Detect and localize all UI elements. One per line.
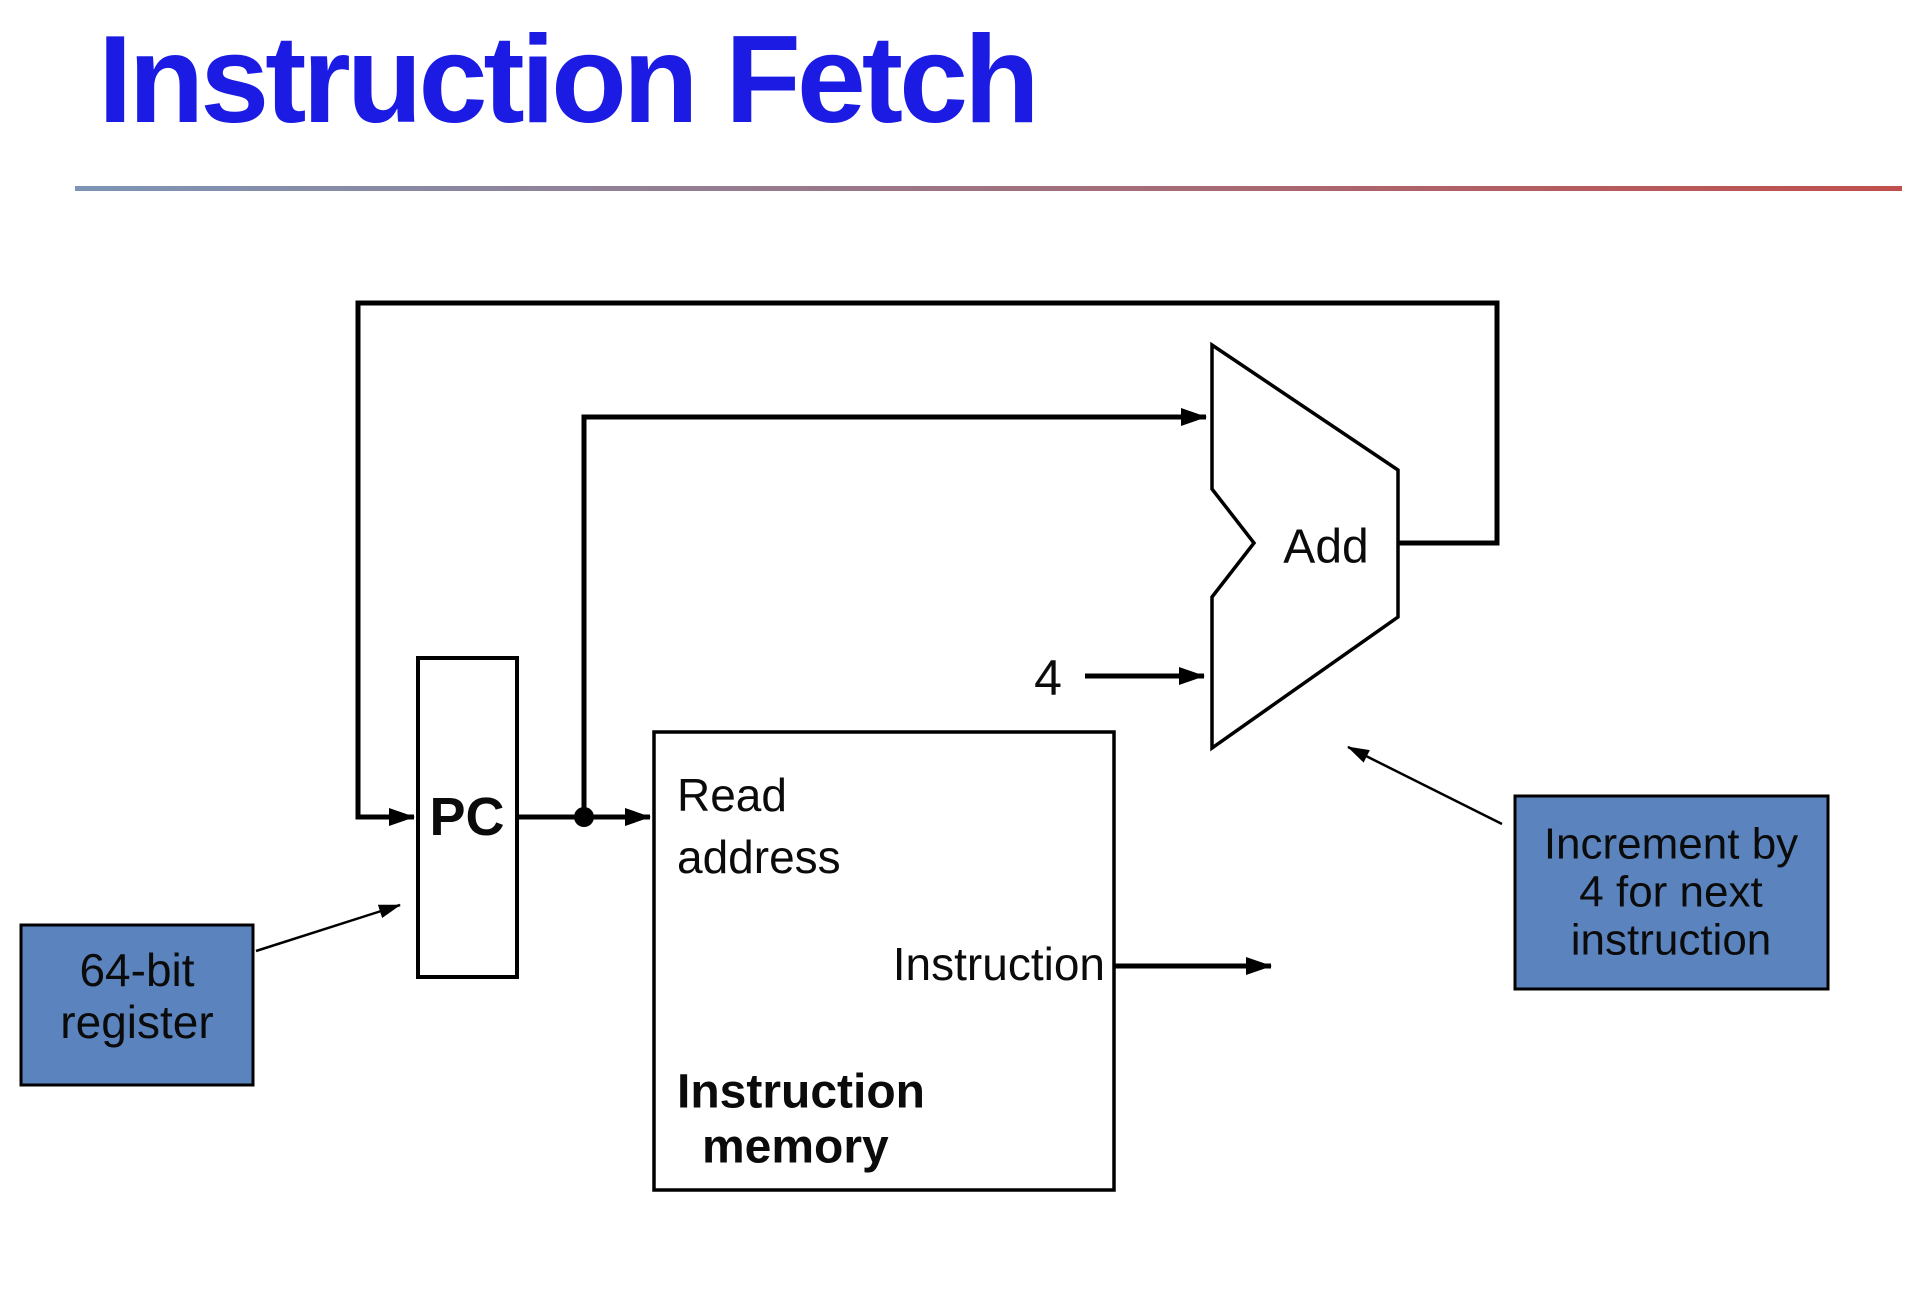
pc-to-add-wire [581,408,1207,817]
callout-64bit-line1: 64-bit [79,944,194,996]
title-underline [75,186,1902,191]
callout-64bit-register-box [19,923,255,1087]
constant-4-label: 4 [1034,650,1062,706]
instruction-memory-caption-line2: memory [702,1121,889,1174]
callout-increment-line1: Increment by [1544,820,1798,869]
read-address-label-line2: address [677,831,841,883]
feedback-loop-wire [355,300,1500,826]
junction-dot [574,807,594,827]
page-title: Instruction Fetch [98,11,1040,149]
instruction-port-label: Instruction [893,938,1105,990]
callout-increment-arrow [1347,745,1503,826]
callout-increment-box [1513,794,1830,991]
callout-increment-line2: 4 for next [1579,868,1762,917]
read-address-label-line1: Read [677,769,787,821]
instruction-memory-box [652,730,1116,1192]
add-label: Add [1283,521,1368,574]
callout-64bit-arrow [255,903,401,953]
pc-label: PC [429,787,504,847]
pc-box [416,656,519,979]
instruction-memory-caption-line1: Instruction [677,1066,925,1119]
callout-64bit-line2: register [60,996,213,1048]
add-alu-shape [1210,341,1400,752]
callout-increment-line3: instruction [1571,916,1772,965]
